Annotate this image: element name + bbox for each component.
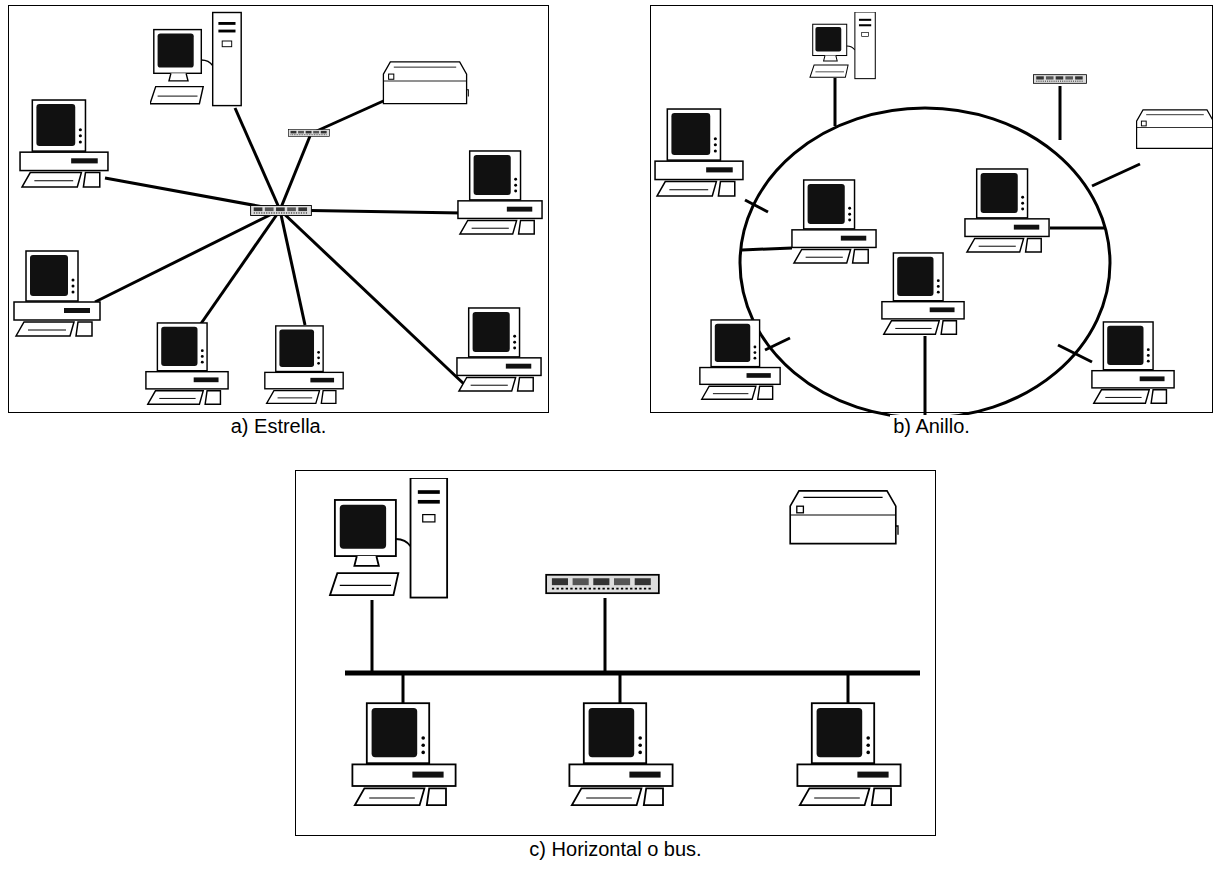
caption-row: a) Estrella. <box>9 415 548 438</box>
computer-icon <box>700 320 780 399</box>
printer-icon <box>1137 110 1213 148</box>
hub-icon <box>288 130 329 137</box>
computer-icon <box>146 323 228 404</box>
ring-topology <box>740 78 1140 418</box>
computer-icon <box>20 100 108 187</box>
hub-icon <box>251 206 312 216</box>
panel-caption: c) Horizontal o bus. <box>526 838 704 860</box>
computer-icon <box>569 703 672 805</box>
computer-icon <box>797 703 900 805</box>
printer-icon <box>790 491 898 544</box>
bus-topology <box>345 598 920 705</box>
hub-icon <box>1034 75 1087 84</box>
computer-icon <box>1092 322 1174 403</box>
computer-icon <box>882 253 964 334</box>
topology-panel: a) Estrella. <box>8 5 549 413</box>
computer-icon <box>965 169 1049 252</box>
computer-icon <box>14 251 100 336</box>
hub-icon <box>546 575 659 593</box>
workstation-icon <box>810 12 875 79</box>
caption-row: c) Horizontal o bus. <box>296 838 935 861</box>
panel-caption: a) Estrella. <box>228 415 330 437</box>
workstation-icon <box>150 13 241 106</box>
computer-icon <box>655 109 743 196</box>
computer-icon <box>352 703 455 805</box>
computer-icon <box>265 326 343 403</box>
printer-icon <box>383 62 468 104</box>
workstation-icon <box>330 478 447 598</box>
panel-caption: b) Anillo. <box>890 415 973 437</box>
topology-panel: b) Anillo. <box>650 5 1213 413</box>
computer-icon <box>792 180 876 263</box>
computer-icon <box>458 151 542 234</box>
topology-panel: c) Horizontal o bus. <box>295 470 936 836</box>
computer-icon <box>457 308 541 391</box>
caption-row: b) Anillo. <box>651 415 1212 438</box>
